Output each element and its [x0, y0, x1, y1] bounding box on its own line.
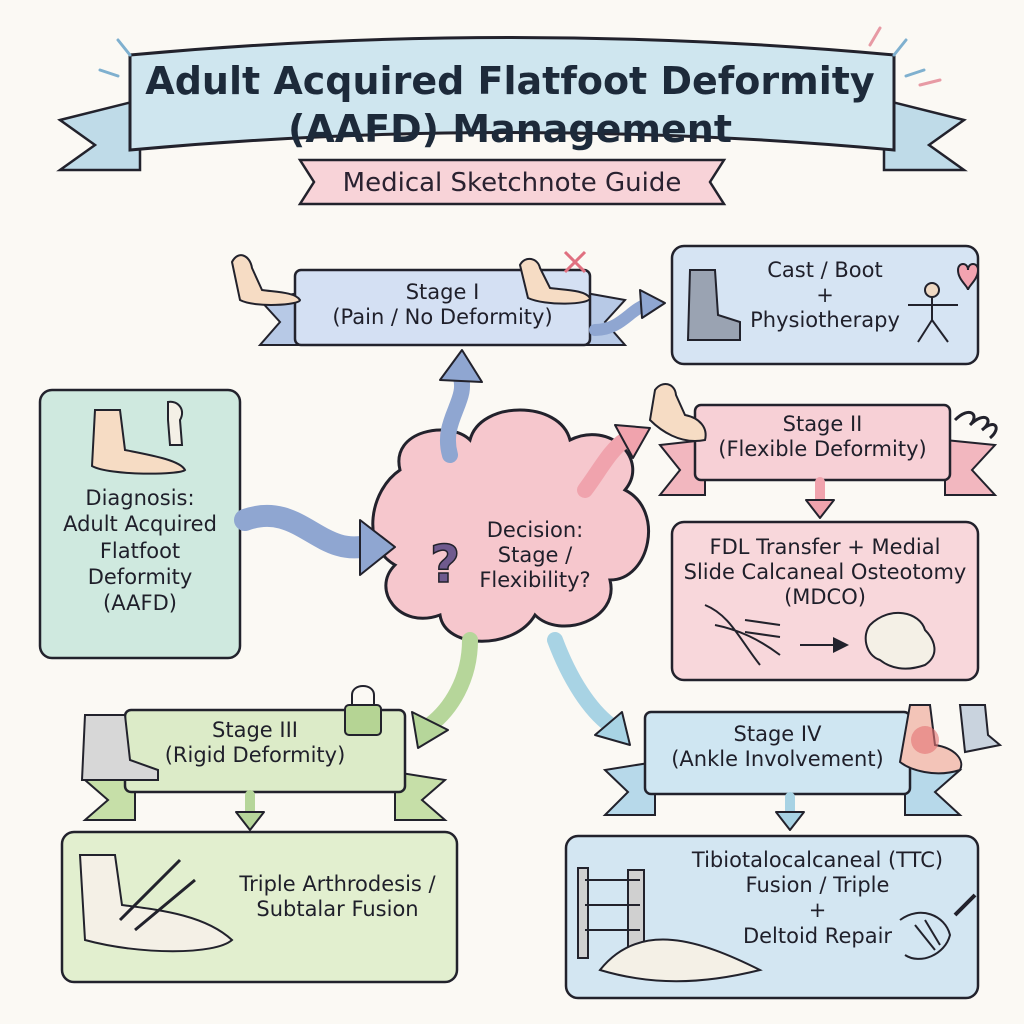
- stage4-title: Stage IV: [733, 722, 822, 746]
- decision-cloud: [371, 408, 650, 643]
- stage3-subtitle: (Rigid Deformity): [164, 743, 346, 768]
- stage4-treatment-line3: +: [808, 898, 827, 923]
- stage2-ribbon: [657, 403, 998, 496]
- stage4-treatment-line2: Fusion / Triple: [745, 873, 890, 898]
- diagnosis-line4: Deformity: [87, 564, 193, 589]
- page-subtitle: Medical Sketchnote Guide: [342, 168, 682, 198]
- stage4-ribbon: [602, 710, 963, 816]
- stage4-treatment-line4: Deltoid Repair: [742, 923, 893, 948]
- stage2-treatment-line3: (MDCO): [784, 585, 866, 610]
- foot-cross-icon: [518, 257, 592, 305]
- title-banner: [56, 26, 968, 206]
- stage2-treatment-line1: FDL Transfer + Medial: [709, 535, 941, 559]
- arrow-diagnosis-to-decision: [234, 504, 396, 576]
- diagnosis-line1: Diagnosis:: [85, 486, 195, 510]
- foot-lift-icon: [648, 383, 707, 442]
- decision-line1: Decision:: [486, 518, 584, 542]
- arrow-decision-to-stage4: [547, 632, 631, 746]
- stage1-title: Stage I: [405, 280, 480, 304]
- exercise-figure-icon: [908, 282, 958, 343]
- stage2-label: Stage II (Flexible Deformity): [700, 412, 945, 462]
- knee-icon: [167, 400, 184, 446]
- stage3-treatment-line2: Subtalar Fusion: [256, 897, 419, 922]
- stage2-subtitle: (Flexible Deformity): [718, 437, 927, 462]
- foot-screws-icon: [78, 854, 234, 953]
- foot-pain-icon: [230, 254, 302, 306]
- arrow-decision-to-stage1: [439, 349, 483, 463]
- heart-icon: [956, 263, 980, 291]
- deltoid-repair-icon: [899, 911, 952, 960]
- stage2-title: Stage II: [782, 412, 863, 436]
- diagnosis-line2: Adult Acquired: [63, 512, 217, 537]
- stage4-label: Stage IV (Ankle Involvement): [650, 722, 905, 772]
- diagnosis-line3: Flatfoot: [99, 538, 181, 563]
- diagnosis-line5: (AAFD): [103, 591, 177, 615]
- stage3-treatment-line1: Triple Arthrodesis /: [239, 872, 436, 896]
- decision-text: Decision: Stage / Flexibility?: [460, 518, 610, 594]
- stage2-treatment-line2: Slide Calcaneal Osteotomy: [683, 560, 967, 585]
- arrow-decision-to-stage2: [577, 424, 651, 498]
- question-icon: ?: [430, 535, 460, 595]
- page-title: Adult Acquired Flatfoot Deformity (AAFD)…: [145, 59, 875, 151]
- stage1-treatment-line2: +: [816, 283, 834, 308]
- stage3-title: Stage III: [212, 718, 298, 742]
- diagnosis-text: Diagnosis: Adult Acquired Flatfoot Defor…: [45, 485, 235, 616]
- arrow-decision-to-stage3: [411, 632, 478, 749]
- stage1-treatment-text: Cast / Boot + Physiotherapy: [730, 258, 920, 334]
- mesh-foot-icon: [80, 714, 159, 781]
- stage2-treatment-text: FDL Transfer + Medial Slide Calcaneal Os…: [676, 535, 974, 611]
- stage3-label: Stage III (Rigid Deformity): [140, 718, 370, 768]
- stage1-treatment-box: [670, 244, 980, 366]
- decision-line3: Flexibility?: [479, 568, 591, 593]
- stage1-treatment-line1: Cast / Boot: [767, 258, 883, 282]
- stage1-label: Stage I (Pain / No Deformity): [300, 280, 585, 330]
- syringe-icon: [953, 893, 977, 917]
- tendon-sketch-icon: [704, 604, 781, 666]
- calcaneus-bone-icon: [864, 611, 936, 670]
- lock-icon: [344, 685, 382, 736]
- stage1-treatment-line3: Physiotherapy: [750, 308, 900, 333]
- stage4-treatment-text: Tibiotalocalcaneal (TTC) Fusion / Triple…: [680, 848, 955, 949]
- decision-line2: Stage /: [497, 543, 573, 568]
- spring-icon: [953, 410, 998, 440]
- foot-bones-icon: [90, 409, 187, 475]
- arrow-stage1-to-treatment: [589, 289, 666, 336]
- brace-icon: [958, 704, 1003, 754]
- stage4-treatment-line1: Tibiotalocalcaneal (TTC): [691, 848, 944, 872]
- stage1-subtitle: (Pain / No Deformity): [332, 305, 553, 330]
- boot-icon: [686, 269, 741, 341]
- stage3-treatment-text: Triple Arthrodesis / Subtalar Fusion: [225, 872, 450, 922]
- stage4-subtitle: (Ankle Involvement): [671, 747, 884, 772]
